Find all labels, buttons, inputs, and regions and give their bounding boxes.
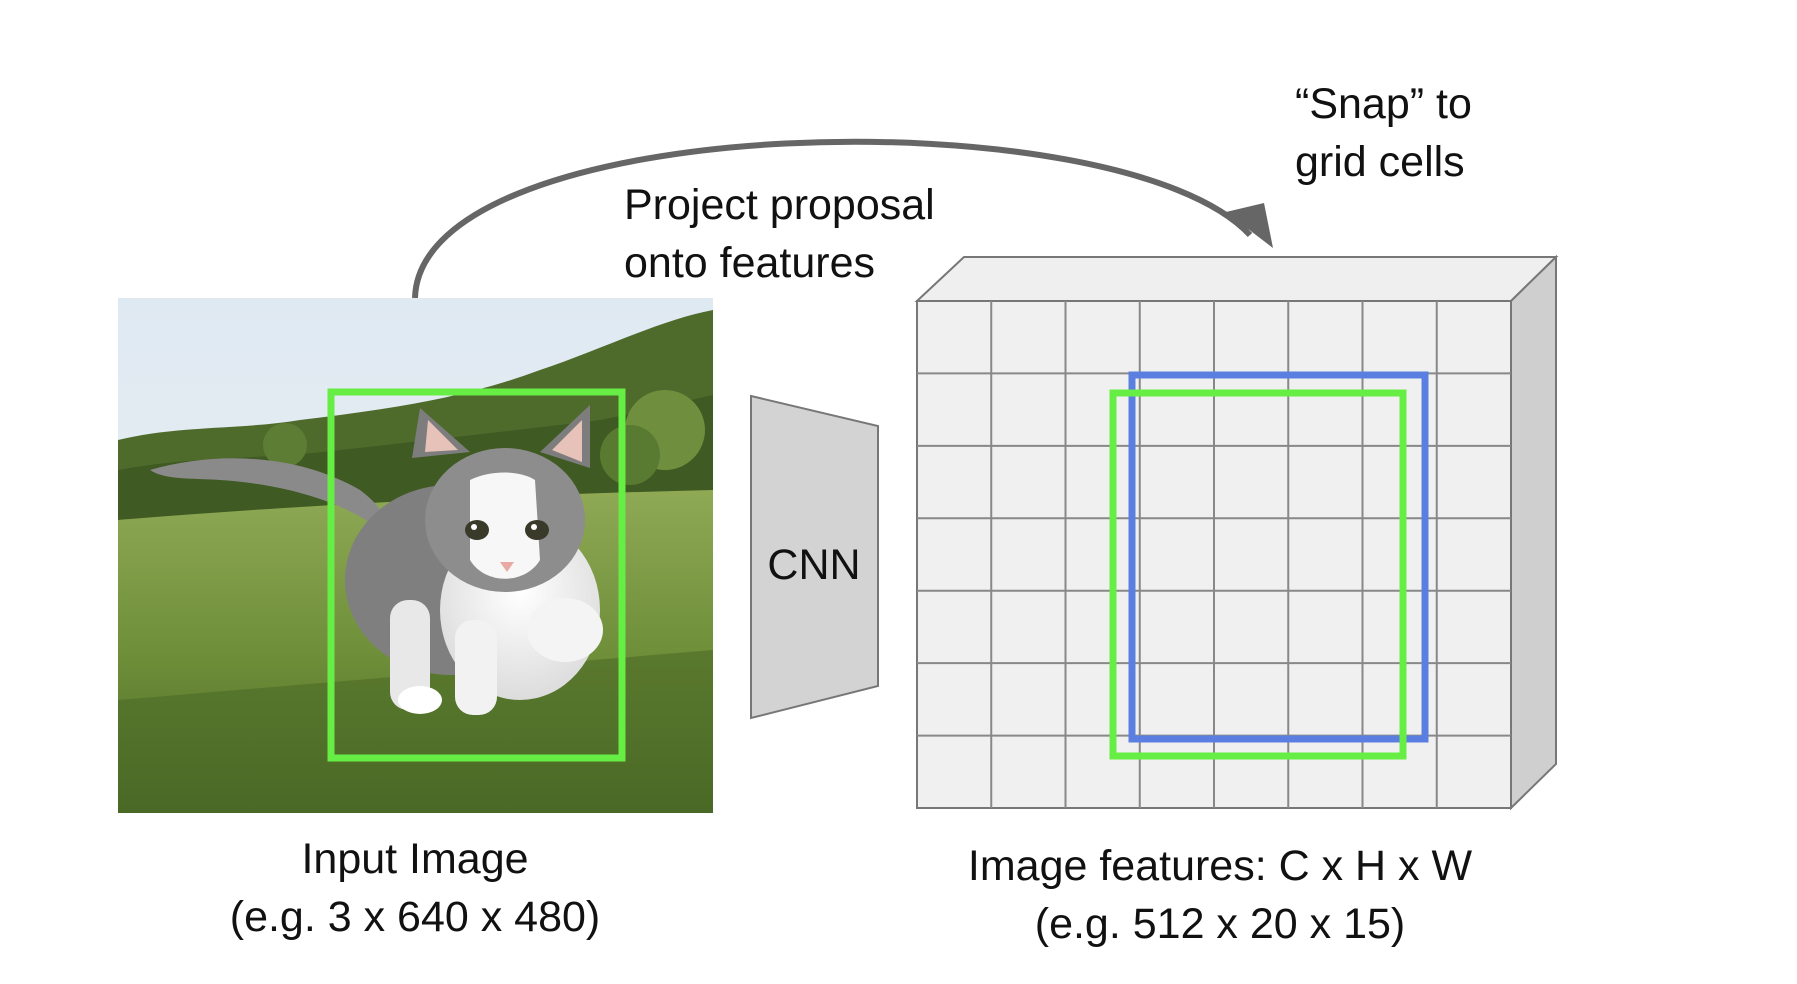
projected-proposal-box (1109, 389, 1407, 760)
input-image-caption: Input Image (e.g. 3 x 640 x 480) (180, 830, 650, 946)
cnn-label: CNN (767, 541, 861, 589)
features-caption-line1: Image features: C x H x W (967, 842, 1473, 890)
cnn-block (750, 394, 879, 720)
snap-label: “Snap” to grid cells (1295, 75, 1472, 191)
project-label-line2: onto features (624, 239, 876, 287)
features-caption: Image features: C x H x W (e.g. 512 x 20… (930, 837, 1510, 953)
feature-volume (914, 254, 1559, 811)
projection-arrow (412, 138, 1273, 299)
project-proposal-label: Project proposal onto features (624, 176, 935, 292)
snap-label-line2: grid cells (1295, 138, 1465, 186)
project-label-line1: Project proposal (624, 181, 935, 229)
input-caption-line1: Input Image (301, 835, 529, 883)
snap-label-line1: “Snap” to (1295, 80, 1472, 128)
features-caption-line2: (e.g. 512 x 20 x 15) (1034, 900, 1406, 948)
input-proposal-box (327, 388, 626, 762)
input-image (118, 298, 713, 813)
snapped-box (1128, 371, 1429, 743)
input-caption-line2: (e.g. 3 x 640 x 480) (229, 893, 601, 941)
